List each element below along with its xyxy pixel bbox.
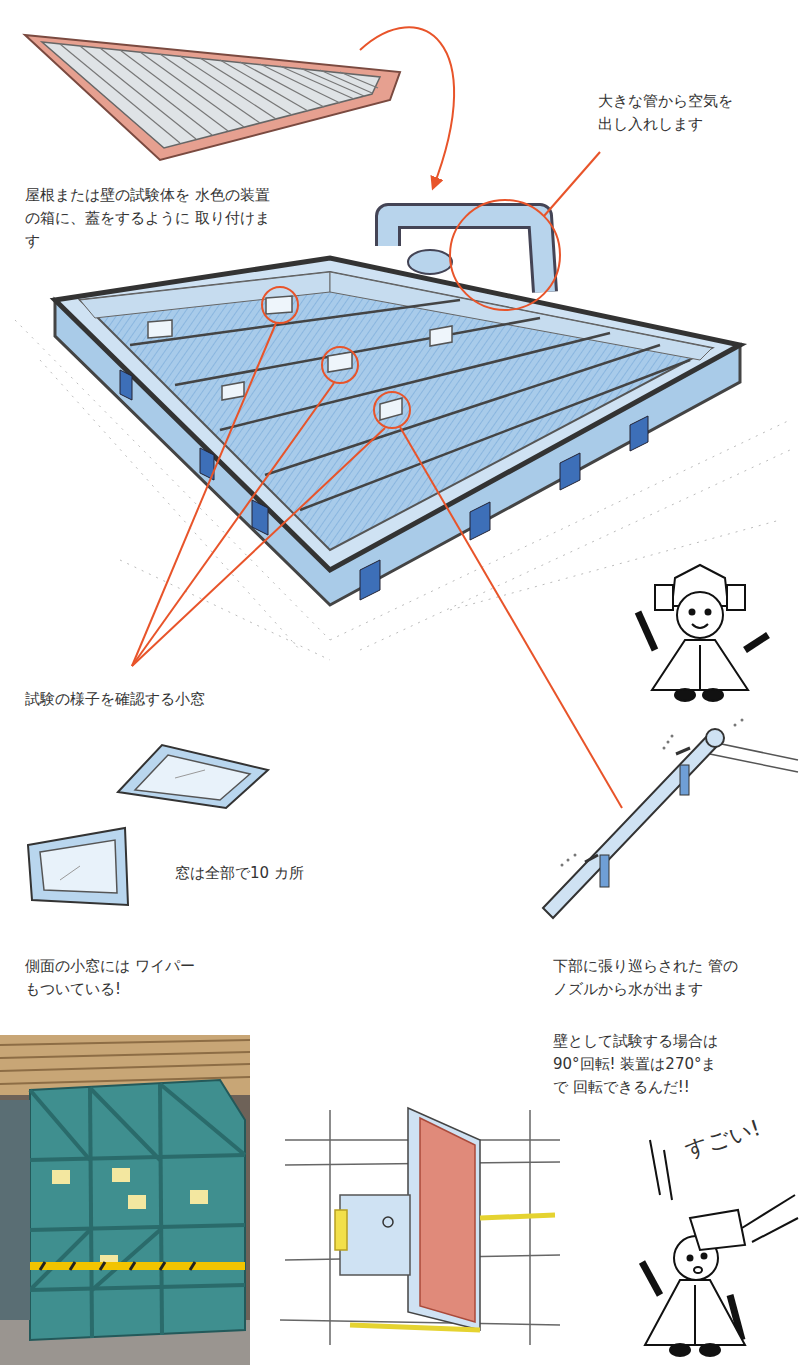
mount-arrow xyxy=(360,27,454,188)
exclamation: すごい! xyxy=(682,1106,794,1162)
mascot xyxy=(642,1140,798,1356)
photo xyxy=(0,1035,250,1365)
note-text: 下部に張り巡らされた 管のノズルから水が出ます xyxy=(553,955,742,1001)
note-text: 屋根または壁の試験体を 水色の装置の箱に、蓋をするように 取り付けます xyxy=(25,184,274,253)
note-text: 大きな管から空気を 出し入れします xyxy=(598,90,742,136)
specimen-panel xyxy=(25,35,400,160)
note-text: 側面の小窓には ワイパーもついている! xyxy=(25,955,199,1001)
note-text: 試験の様子を確認する小窓 xyxy=(25,688,220,711)
mascot xyxy=(638,565,768,701)
note-text: 窓は全部で10 カ所 xyxy=(175,862,325,885)
rotated-sketch xyxy=(280,1108,560,1345)
note-text: 壁として試験する場合は 90°回転! 装置は270°まで 回転できるんだ!! xyxy=(553,1030,727,1099)
callout-leaders xyxy=(132,152,622,808)
nozzle-pipe xyxy=(543,719,798,919)
test-box xyxy=(55,216,740,605)
